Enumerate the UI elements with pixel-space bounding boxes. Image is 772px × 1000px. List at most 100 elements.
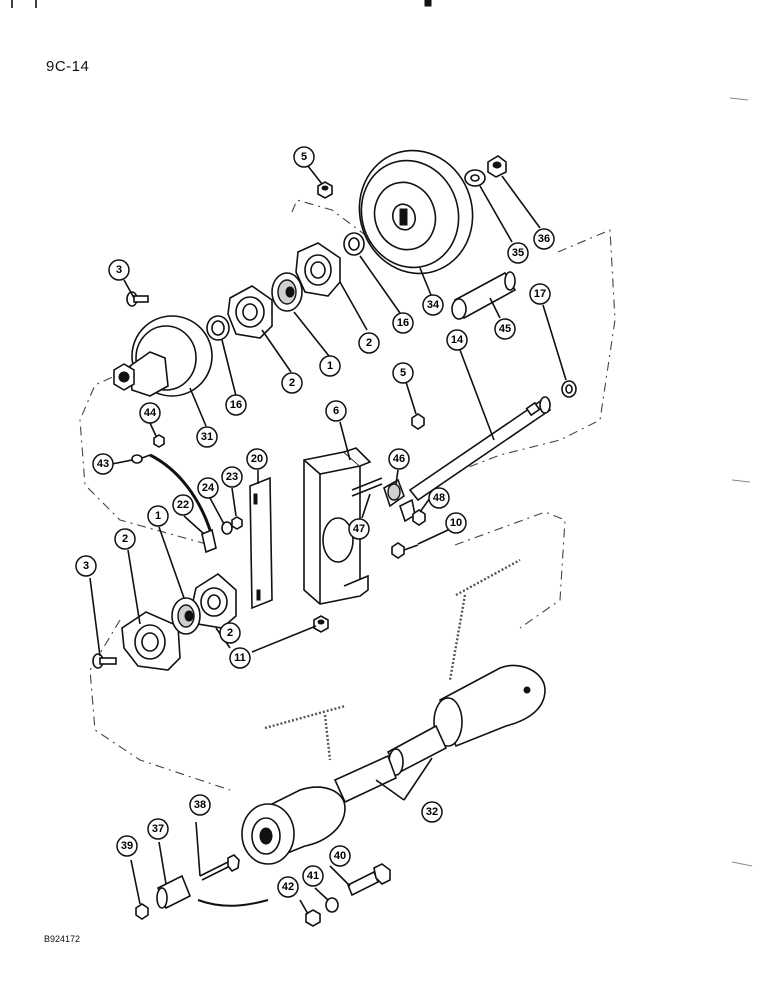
callout-2-low-right: 2 bbox=[219, 622, 241, 644]
callout-2-upper-left: 2 bbox=[281, 372, 303, 394]
svg-text:14: 14 bbox=[451, 334, 464, 346]
bearing-housing-small bbox=[383, 478, 416, 523]
safety-chain bbox=[264, 558, 521, 761]
flange-bearing-lower bbox=[121, 573, 237, 671]
svg-text:20: 20 bbox=[251, 453, 263, 465]
pin-and-cable bbox=[131, 434, 212, 531]
svg-text:45: 45 bbox=[499, 323, 511, 335]
svg-text:46: 46 bbox=[393, 453, 405, 465]
svg-text:40: 40 bbox=[334, 850, 346, 862]
svg-text:42: 42 bbox=[282, 881, 294, 893]
svg-text:2: 2 bbox=[122, 533, 128, 545]
callout-2-a: 2 bbox=[358, 332, 380, 354]
svg-text:2: 2 bbox=[227, 627, 233, 639]
callout-40: 40 bbox=[329, 845, 351, 867]
pto-shaft bbox=[241, 664, 546, 865]
spacer-tube bbox=[451, 271, 517, 320]
callout-11: 11 bbox=[229, 647, 251, 669]
svg-text:6: 6 bbox=[333, 405, 339, 417]
callout-2-low-left: 2 bbox=[114, 528, 136, 550]
slip-clutch-sprocket bbox=[113, 315, 213, 397]
svg-text:16: 16 bbox=[230, 399, 242, 411]
nut-39 bbox=[135, 903, 149, 920]
svg-text:47: 47 bbox=[353, 523, 365, 535]
callout-34: 34 bbox=[422, 294, 444, 316]
callout-1-low: 1 bbox=[147, 505, 169, 527]
callout-16-a: 16 bbox=[392, 312, 414, 334]
shear-plate bbox=[249, 476, 273, 610]
leader-lines bbox=[89, 165, 567, 915]
svg-text:11: 11 bbox=[234, 652, 246, 664]
callout-3-low: 3 bbox=[75, 555, 97, 577]
callout-5-top: 5 bbox=[293, 146, 315, 168]
bolt-10 bbox=[391, 542, 419, 559]
callout-39: 39 bbox=[116, 835, 138, 857]
svg-text:31: 31 bbox=[201, 431, 213, 443]
coupler-37 bbox=[156, 874, 192, 910]
bolt-lower bbox=[92, 653, 117, 669]
svg-text:35: 35 bbox=[512, 247, 524, 259]
edge-ticks bbox=[729, 97, 753, 867]
svg-text:3: 3 bbox=[116, 264, 122, 276]
callout-42: 42 bbox=[277, 876, 299, 898]
svg-text:1: 1 bbox=[155, 510, 161, 522]
svg-text:10: 10 bbox=[450, 517, 462, 529]
nut-top bbox=[317, 181, 333, 199]
callout-47: 47 bbox=[348, 518, 370, 540]
svg-text:2: 2 bbox=[366, 337, 372, 349]
small-hardware-22-24 bbox=[201, 516, 243, 554]
svg-text:41: 41 bbox=[307, 870, 319, 882]
bearing-upper bbox=[271, 272, 303, 312]
callout-43: 43 bbox=[92, 453, 114, 475]
callout-10: 10 bbox=[445, 512, 467, 534]
callout-16-b: 16 bbox=[225, 394, 247, 416]
bearing-lower bbox=[171, 597, 201, 635]
svg-text:39: 39 bbox=[121, 840, 133, 852]
svg-text:32: 32 bbox=[426, 806, 438, 818]
phantom-outlines bbox=[79, 199, 616, 791]
callout-41: 41 bbox=[302, 865, 324, 887]
callout-23: 23 bbox=[221, 466, 243, 488]
nut-41-42 bbox=[305, 897, 339, 927]
nut-middle bbox=[411, 413, 425, 430]
callout-6: 6 bbox=[325, 400, 347, 422]
nut-11 bbox=[313, 615, 329, 633]
nut-48 bbox=[412, 509, 426, 526]
svg-text:24: 24 bbox=[202, 482, 215, 494]
callout-24: 24 bbox=[197, 477, 219, 499]
bolt-38 bbox=[199, 854, 240, 881]
svg-text:16: 16 bbox=[397, 317, 409, 329]
drive-shaft bbox=[408, 396, 552, 502]
washer-right bbox=[343, 232, 365, 256]
svg-text:17: 17 bbox=[534, 288, 546, 300]
callout-20: 20 bbox=[246, 448, 268, 470]
callout-17: 17 bbox=[529, 283, 551, 305]
svg-text:34: 34 bbox=[427, 299, 440, 311]
svg-text:3: 3 bbox=[83, 560, 89, 572]
svg-text:1: 1 bbox=[327, 360, 333, 372]
washer-left bbox=[206, 315, 230, 341]
callout-1-a: 1 bbox=[319, 355, 341, 377]
svg-text:22: 22 bbox=[177, 499, 189, 511]
callout-35: 35 bbox=[507, 242, 529, 264]
stud-47 bbox=[351, 477, 383, 497]
flange-bearing-upper bbox=[227, 242, 341, 339]
arrow-curve bbox=[197, 899, 269, 907]
callout-36: 36 bbox=[533, 228, 555, 250]
v-belt-pulley bbox=[358, 149, 474, 275]
figure-code: B924172 bbox=[44, 934, 81, 944]
callout-5-mid: 5 bbox=[392, 362, 414, 384]
scan-marks bbox=[11, 0, 432, 8]
callout-32: 32 bbox=[421, 801, 443, 823]
svg-text:2: 2 bbox=[289, 377, 295, 389]
callout-44: 44 bbox=[139, 402, 161, 424]
bolt-upper bbox=[126, 291, 149, 307]
callout-3-top: 3 bbox=[108, 259, 130, 281]
callout-22: 22 bbox=[172, 494, 194, 516]
callout-14: 14 bbox=[446, 329, 468, 351]
svg-text:38: 38 bbox=[194, 799, 206, 811]
callout-46: 46 bbox=[388, 448, 410, 470]
svg-text:44: 44 bbox=[144, 407, 157, 419]
mounting-plate bbox=[303, 447, 372, 605]
washer-nut-35-36 bbox=[464, 155, 507, 187]
